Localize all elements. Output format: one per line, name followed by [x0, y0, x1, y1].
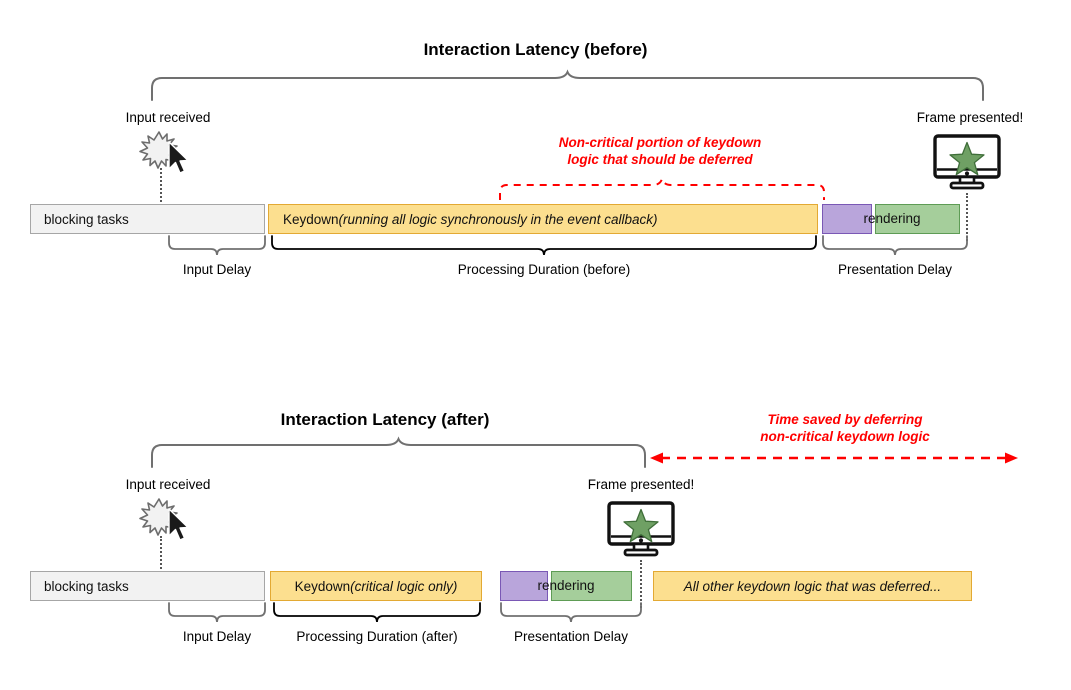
before-red-annotation-line2: logic that should be deferred — [567, 151, 753, 167]
before-input-delay-brace — [168, 235, 266, 256]
after-deferred-logic-bar: All other keydown logic that was deferre… — [653, 571, 972, 601]
after-keydown-label: Keydown — [294, 578, 351, 594]
before-red-annotation: Non-critical portion of keydown logic th… — [480, 135, 840, 169]
after-input-delay-brace — [168, 602, 266, 623]
after-presentation-delay-label: Presentation Delay — [513, 629, 629, 644]
after-processing-duration-brace — [273, 602, 481, 623]
interaction-latency-before-brace — [151, 69, 984, 101]
before-frame-presented-label: Frame presented! — [916, 110, 1024, 125]
before-presentation-delay-label: Presentation Delay — [837, 262, 953, 277]
burst-star-icon — [139, 498, 179, 536]
after-presentation-delay-brace — [500, 602, 642, 623]
before-presentation-delay-brace — [822, 235, 968, 256]
before-keydown-detail: (running all logic synchronously in the … — [338, 211, 658, 227]
after-keydown-bar: Keydown (critical logic only) — [270, 571, 482, 601]
after-presentation-green-block — [551, 571, 632, 601]
monitor-with-star-icon — [607, 501, 675, 557]
after-red-annotation: Time saved by deferring non-critical key… — [660, 412, 1030, 446]
before-keydown-label: Keydown — [283, 211, 339, 227]
after-red-annotation-line1: Time saved by deferring — [767, 412, 923, 427]
before-input-connector-line — [160, 168, 162, 218]
before-keydown-bar: Keydown (running all logic synchronously… — [268, 204, 818, 234]
after-input-delay-label: Input Delay — [182, 629, 252, 644]
after-red-annotation-line2: non-critical keydown logic — [760, 428, 930, 444]
before-red-dashed-brace — [499, 175, 825, 200]
before-red-annotation-line1: Non-critical portion of keydown — [558, 135, 762, 150]
interaction-latency-after-brace — [151, 436, 646, 468]
after-input-received-label: Input received — [125, 477, 211, 492]
mouse-cursor-icon — [168, 141, 189, 174]
before-frame-connector-line — [966, 193, 968, 241]
after-keydown-detail: (critical logic only) — [350, 578, 458, 594]
before-blocking-tasks-bar: blocking tasks — [30, 204, 265, 234]
monitor-with-star-icon — [933, 134, 1001, 190]
before-presentation-purple-block — [822, 204, 872, 234]
panel-after-title: Interaction Latency (after) — [280, 410, 490, 429]
after-rendering-label: rendering — [537, 578, 595, 593]
before-rendering-label: rendering — [863, 211, 921, 226]
after-frame-presented-label: Frame presented! — [587, 477, 695, 492]
mouse-cursor-icon — [168, 508, 189, 541]
after-presentation-purple-block — [500, 571, 548, 601]
before-input-received-label: Input received — [125, 110, 211, 125]
time-saved-double-arrow — [650, 452, 1018, 464]
after-processing-duration-label: Processing Duration (after) — [296, 629, 458, 644]
burst-star-icon — [139, 131, 179, 169]
before-processing-duration-label: Processing Duration (before) — [457, 262, 631, 277]
after-blocking-tasks-bar: blocking tasks — [30, 571, 265, 601]
panel-before-title: Interaction Latency (before) — [423, 40, 648, 59]
after-frame-connector-line — [640, 560, 642, 608]
before-presentation-green-block — [875, 204, 960, 234]
before-processing-duration-brace — [271, 235, 817, 256]
after-input-connector-line — [160, 536, 162, 584]
before-input-delay-label: Input Delay — [182, 262, 252, 277]
